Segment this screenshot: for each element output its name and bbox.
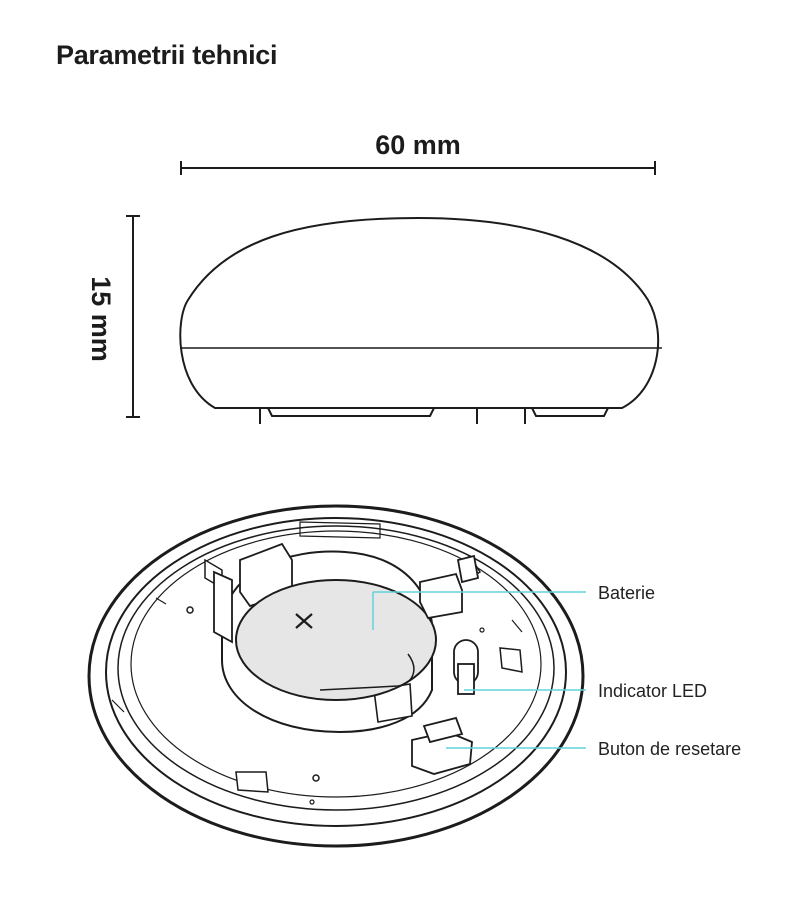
reset-button-part — [411, 716, 473, 775]
height-dimension-line — [126, 215, 140, 418]
width-dimension-line — [180, 161, 656, 175]
led-indicator — [453, 639, 479, 695]
callout-led: Indicator LED — [598, 681, 708, 701]
callout-lines — [372, 591, 586, 749]
page-title: Parametrii tehnici — [56, 40, 278, 70]
battery-coin — [235, 579, 437, 701]
device-side-view — [179, 216, 662, 424]
connector-block — [419, 554, 480, 620]
callout-battery: Baterie — [598, 583, 656, 603]
callout-reset: Buton de resetare — [598, 739, 742, 759]
width-dimension-label: 60 mm — [375, 130, 461, 160]
